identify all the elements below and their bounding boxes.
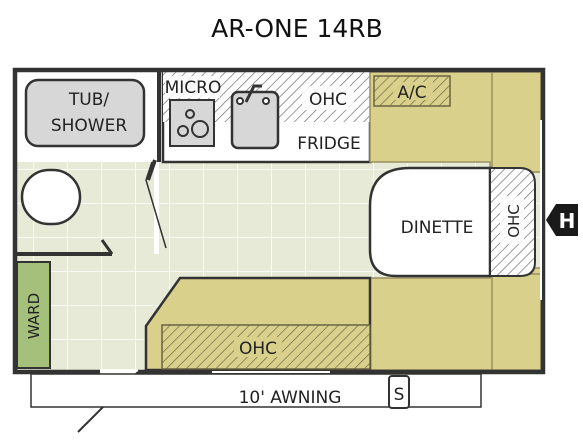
tub-label-line2: SHOWER: [51, 116, 128, 136]
s-marker: [388, 375, 410, 409]
bed-ohc-label-box: [234, 337, 282, 357]
kitchen-ohc-box: [302, 86, 354, 110]
tub-shower: [24, 78, 146, 148]
micro-label: MICRO: [165, 78, 222, 98]
stove: [169, 99, 215, 147]
ac-label: A/C: [397, 83, 426, 103]
faucet-knob-2: [262, 97, 270, 105]
kitchen-ohc-label: OHC: [309, 90, 347, 110]
burner-back: [185, 109, 195, 119]
ward-label: WARD: [25, 293, 43, 339]
toilet: [20, 168, 82, 226]
fridge-label: FRIDGE: [297, 134, 361, 154]
plan-title: AR-ONE 14RB: [211, 14, 383, 43]
wardrobe: [16, 261, 51, 369]
faucet-knob: [236, 97, 244, 105]
bed-ohc-label: OHC: [239, 339, 277, 359]
micro-box: [165, 76, 220, 98]
hitch-marker: [546, 204, 578, 236]
ac-label-box: [393, 82, 433, 100]
dinette-table: [368, 166, 492, 278]
hitch-label: H: [559, 209, 576, 233]
end-ohc-label: OHC: [505, 204, 523, 238]
burner-right: [191, 120, 209, 138]
burner-left: [177, 125, 189, 137]
bath-door: [145, 161, 167, 249]
s-marker-label: S: [394, 385, 405, 405]
bath-partition: [146, 159, 157, 181]
dinette-label: DINETTE: [401, 218, 474, 238]
dinette-back-lower: [491, 273, 542, 371]
faucet: [244, 84, 262, 103]
awning-label: 10' AWNING: [239, 388, 342, 408]
dinette-back-upper: [491, 71, 542, 173]
sink: [230, 90, 280, 150]
bath-door-arc: [100, 239, 114, 255]
tub-label-line1: TUB/: [68, 90, 109, 110]
end-ohc-box: [500, 196, 524, 244]
